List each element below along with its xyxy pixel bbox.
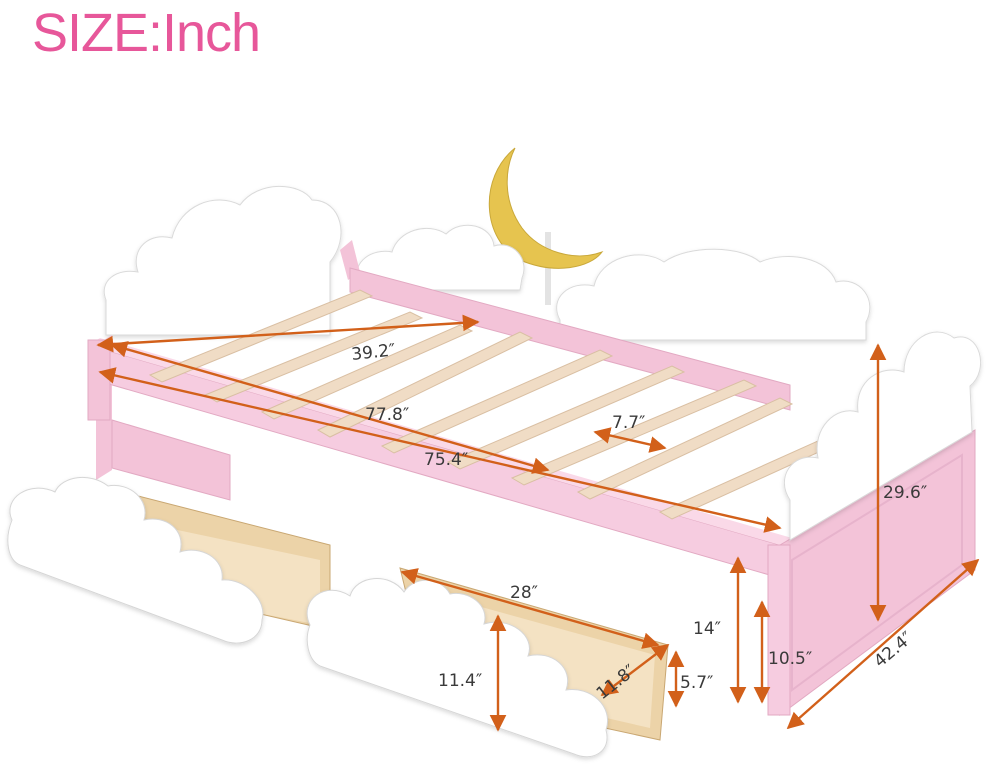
label-drawer-length: 28″ [510, 583, 538, 603]
label-headboard-height: 29.6″ [883, 483, 927, 503]
arrow-drawer-length [400, 568, 660, 649]
size-title: SIZE:Inch [32, 3, 261, 63]
label-slat-gap: 7.7″ [612, 413, 645, 433]
moon-decoration [488, 147, 604, 305]
left-drawer [7, 476, 331, 644]
arrow-overall-width [786, 558, 980, 730]
label-inner-length: 77.8″ [365, 405, 409, 425]
arrow-slat-gap [593, 427, 667, 453]
arrow-overall-length [98, 367, 782, 533]
label-drawer-front-height: 11.4″ [438, 671, 482, 691]
label-drawer-box-height: 5.7″ [680, 673, 713, 693]
label-slat-span: 39.2″ [350, 340, 396, 365]
label-overall-length: 75.4″ [424, 450, 468, 470]
dimension-arrows [96, 314, 980, 732]
backrest-clouds [103, 185, 871, 341]
arrow-drawer-depth [600, 643, 670, 697]
label-clearance-height: 10.5″ [768, 649, 812, 669]
label-bed-height: 14″ [693, 619, 721, 639]
